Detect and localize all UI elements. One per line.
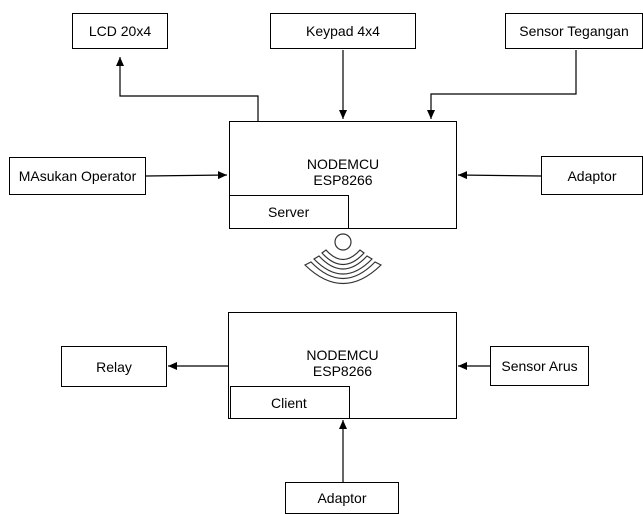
sensor-tegangan-box: Sensor Tegangan	[505, 13, 643, 49]
client-box: Client	[230, 386, 350, 419]
masukan-operator-label: MAsukan Operator	[18, 168, 137, 184]
sensor-arus-box: Sensor Arus	[490, 346, 589, 386]
arrow-node-to-lcd	[116, 57, 259, 121]
wifi-signal-icon	[303, 233, 383, 285]
adaptor-top-box: Adaptor	[541, 156, 643, 195]
adaptor-bottom-box: Adaptor	[285, 482, 399, 514]
nodemcu-server-title: NODEMCU	[306, 156, 380, 172]
arrow-operator-to-node	[145, 171, 228, 180]
nodemcu-server-subtitle: ESP8266	[313, 172, 373, 188]
masukan-operator-box: MAsukan Operator	[9, 157, 146, 195]
relay-box: Relay	[61, 346, 167, 387]
nodemcu-client-subtitle: ESP8266	[312, 363, 373, 379]
client-label: Client	[271, 394, 307, 411]
sensor-arus-label: Sensor Arus	[501, 358, 578, 374]
server-box: Server	[229, 195, 349, 229]
arrow-sensor-tegangan-to-node	[427, 50, 577, 119]
lcd-label: LCD 20x4	[88, 23, 152, 39]
arrow-adaptor-to-node	[457, 171, 542, 180]
relay-label: Relay	[96, 358, 132, 375]
sensor-tegangan-label: Sensor Tegangan	[519, 23, 629, 39]
adaptor-bottom-label: Adaptor	[317, 490, 367, 506]
adaptor-top-label: Adaptor	[567, 167, 617, 184]
keypad-box: Keypad 4x4	[270, 13, 416, 49]
server-label: Server	[268, 204, 310, 220]
keypad-label: Keypad 4x4	[306, 23, 380, 39]
lcd-box: LCD 20x4	[72, 13, 168, 49]
nodemcu-client-title: NODEMCU	[306, 347, 379, 363]
